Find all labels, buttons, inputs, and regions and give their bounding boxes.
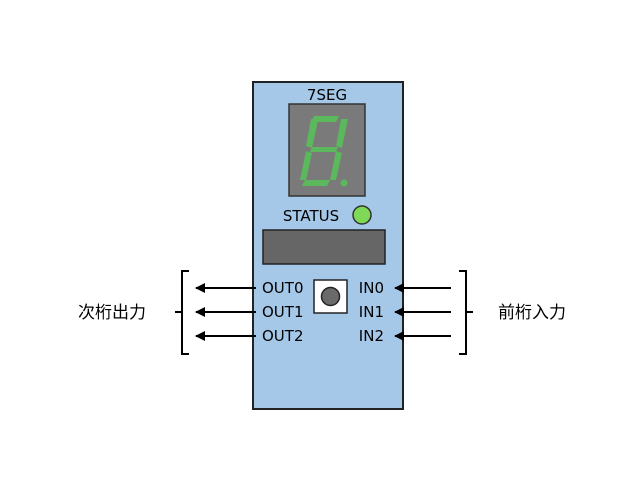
- segment-d: [302, 180, 330, 186]
- input-label-1: IN1: [359, 303, 384, 321]
- segment-e: [300, 151, 312, 180]
- segment-g: [310, 147, 338, 152]
- push-button[interactable]: [313, 279, 348, 314]
- seven-segment-display: [288, 103, 366, 197]
- output-label-0: OUT0: [262, 279, 304, 297]
- output-label-2: OUT2: [262, 327, 304, 345]
- status-label: STATUS: [283, 207, 339, 225]
- module-title: 7SEG: [307, 86, 347, 104]
- segment-dp: [340, 179, 348, 187]
- output-label-1: OUT1: [262, 303, 304, 321]
- right-bracket: [459, 270, 467, 355]
- status-led-icon: [352, 205, 372, 225]
- segment-c: [330, 151, 342, 180]
- dark-slot: [262, 229, 386, 265]
- segment-a: [311, 116, 339, 122]
- button-knob-icon: [320, 286, 341, 307]
- left-bracket: [181, 270, 189, 355]
- input-label-2: IN2: [359, 327, 384, 345]
- right-group-label: 前桁入力: [498, 303, 566, 323]
- segment-digit: [300, 116, 348, 187]
- input-label-0: IN0: [359, 279, 384, 297]
- left-group-label: 次桁出力: [78, 303, 146, 323]
- segment-f: [306, 119, 318, 148]
- segment-b: [336, 119, 348, 148]
